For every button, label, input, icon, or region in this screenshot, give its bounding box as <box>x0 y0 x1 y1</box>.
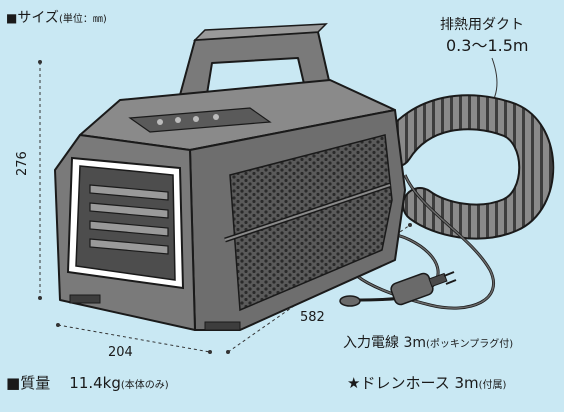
weight-note: (本体のみ) <box>120 380 169 391</box>
size-header-title: サイズ <box>17 10 59 26</box>
exhaust-duct <box>377 94 555 240</box>
power-cord-label: 入力電線 3m(ポッキンプラグ付) <box>343 336 513 350</box>
weight-info: ■質量 11.4kg(本体のみ) <box>6 376 169 391</box>
weight-label: 質量 <box>20 374 51 392</box>
width-dimension: 582 <box>300 310 325 325</box>
size-header-unit: (単位：㎜) <box>58 14 107 25</box>
drain-hose-info: ★ドレンホース 3m(付属) <box>347 376 506 391</box>
duct-length: 0.3〜1.5m <box>446 36 529 55</box>
weight-value: 11.4kg <box>69 374 121 392</box>
size-header-marker: ■ <box>6 11 18 25</box>
depth-dimension: 204 <box>108 345 133 360</box>
drain-hose-label: ★ドレンホース 3m <box>347 374 479 392</box>
duct-label: 排熱用ダクト <box>440 17 524 33</box>
unit-body <box>54 79 406 331</box>
weight-marker: ■ <box>6 374 21 392</box>
drain-hose-note: (付属) <box>478 380 507 391</box>
size-header: ■サイズ(単位：㎜) <box>6 11 107 25</box>
plug-icon <box>339 271 457 307</box>
power-cord-text: 入力電線 3m <box>343 335 426 351</box>
height-dimension: 276 <box>15 151 30 176</box>
power-cord-note: (ポッキンプラグ付) <box>426 339 514 350</box>
dimension-ticks <box>38 60 412 354</box>
